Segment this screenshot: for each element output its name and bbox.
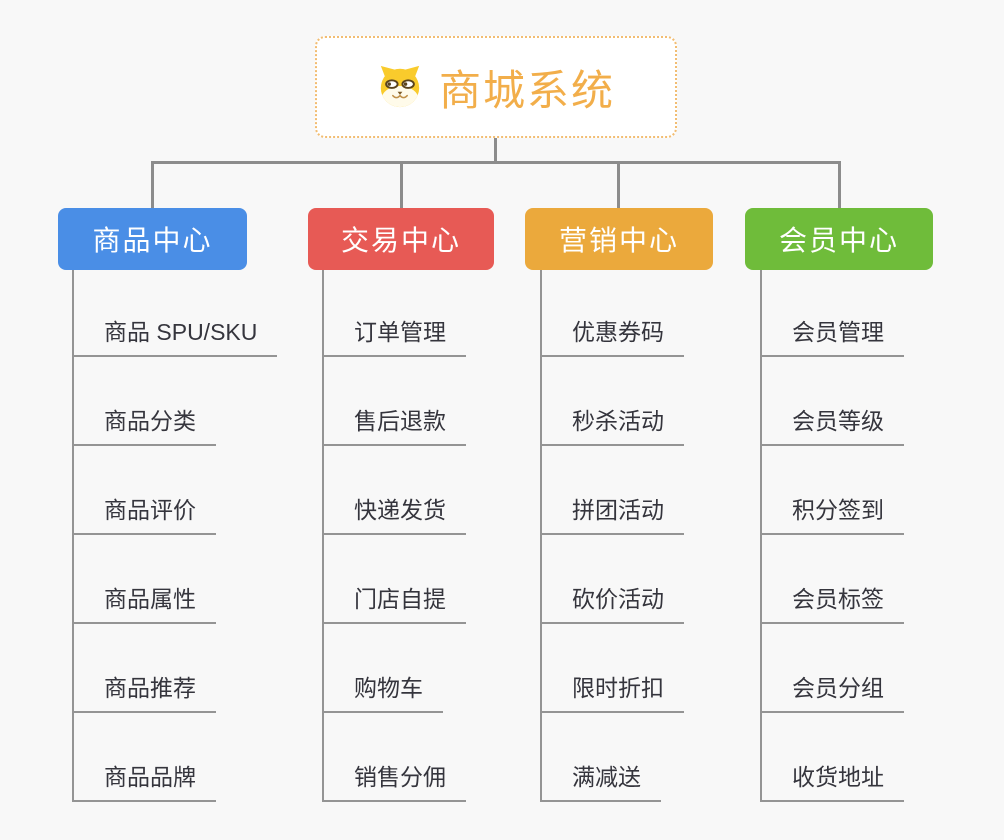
leaf-member-groups[interactable]: 会员分组 [760,675,904,713]
root-title: 商城系统 [438,66,615,114]
leaf-product-recommend[interactable]: 商品推荐 [72,675,216,713]
leaf-points-checkin[interactable]: 积分签到 [760,497,904,535]
connector-drop-product [151,161,154,208]
leaf-product-category[interactable]: 商品分类 [72,408,216,446]
branch-product-center[interactable]: 商品中心 [58,208,247,270]
leaf-product-review[interactable]: 商品评价 [72,497,216,535]
leaf-bargain-activity[interactable]: 砍价活动 [540,586,684,624]
leaf-flash-sale[interactable]: 秒杀活动 [540,408,684,446]
trunk-product [72,270,74,800]
leaf-product-attribute[interactable]: 商品属性 [72,586,216,624]
connector-drop-member [838,161,841,208]
leaf-order-management[interactable]: 订单管理 [322,319,466,357]
branch-marketing-center[interactable]: 营销中心 [525,208,713,270]
connector-drop-trade [400,161,403,208]
leaf-product-brand[interactable]: 商品品牌 [72,764,216,802]
leaf-express-delivery[interactable]: 快递发货 [322,497,466,535]
branch-member-center[interactable]: 会员中心 [745,208,933,270]
leaf-member-tags[interactable]: 会员标签 [760,586,904,624]
connector-root-stub [494,138,497,164]
connector-horizontal-bus [151,161,840,164]
leaf-aftersale-refund[interactable]: 售后退款 [322,408,466,446]
leaf-coupon-code[interactable]: 优惠券码 [540,319,684,357]
leaf-spend-and-save[interactable]: 满减送 [540,764,661,802]
leaf-sales-commission[interactable]: 销售分佣 [322,764,466,802]
trunk-member [760,270,762,800]
leaf-member-management[interactable]: 会员管理 [760,319,904,357]
leaf-member-level[interactable]: 会员等级 [760,408,904,446]
dog-face-icon [377,64,423,110]
connector-drop-marketing [617,161,620,208]
leaf-product-spu-sku[interactable]: 商品 SPU/SKU [72,319,278,357]
leaf-shopping-cart[interactable]: 购物车 [322,675,443,713]
leaf-shipping-address[interactable]: 收货地址 [760,764,904,802]
leaf-limited-time-discount[interactable]: 限时折扣 [540,675,684,713]
leaf-store-pickup[interactable]: 门店自提 [322,586,466,624]
root-node[interactable]: 商城系统 [315,36,677,138]
trunk-trade [322,270,324,800]
branch-trade-center[interactable]: 交易中心 [308,208,494,270]
trunk-marketing [540,270,542,800]
leaf-group-buy[interactable]: 拼团活动 [540,497,684,535]
